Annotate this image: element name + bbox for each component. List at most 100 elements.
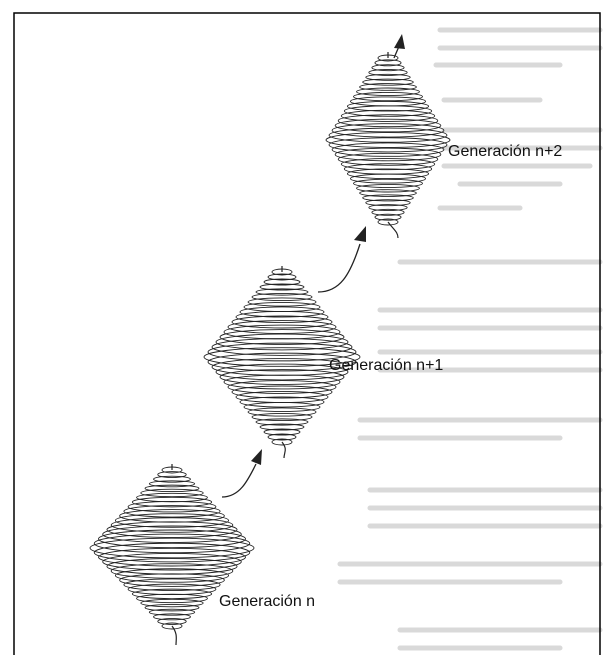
spiral-coil <box>89 537 255 559</box>
spiral-coil <box>255 418 309 426</box>
spiral-coil <box>346 168 430 180</box>
spiral-coil <box>231 385 333 399</box>
spiral-coil <box>98 547 246 567</box>
spiral-coil <box>267 433 297 441</box>
spiral-coil <box>123 505 221 518</box>
spiral-coil <box>374 213 402 221</box>
spiral-coil <box>368 204 408 211</box>
spiral-coil <box>368 69 408 76</box>
spiral-coil <box>325 132 451 148</box>
spiral-coil <box>110 563 234 579</box>
generation-n-label: Generación n <box>219 593 316 610</box>
spiral-coil <box>346 100 430 112</box>
spiral-coil <box>331 142 445 157</box>
spiral-coil <box>271 438 293 446</box>
spiral-coil <box>153 613 191 621</box>
spiral-coil <box>140 488 204 498</box>
spiral-coil <box>259 283 305 291</box>
spiral-coil <box>148 608 196 616</box>
spiral-coil <box>114 513 230 528</box>
spiral-coil <box>239 306 325 318</box>
spiral-coil <box>157 617 187 625</box>
spiral-coil <box>359 83 417 91</box>
spiral-coil <box>144 603 200 612</box>
spiral-generation-n2-icon <box>325 52 451 239</box>
spiral-coil <box>119 509 225 523</box>
background-bleed-through <box>337 27 603 651</box>
spiral-coil <box>235 311 329 323</box>
spiral-coil <box>231 315 333 329</box>
spiral-coil <box>227 380 337 394</box>
spiral-coil <box>215 333 349 351</box>
spiral-coil <box>211 338 353 356</box>
spiral-coil <box>371 64 405 72</box>
spiral-coil <box>239 396 325 408</box>
generation-n1-label: Generación n+1 <box>329 357 444 374</box>
figure-frame <box>13 12 601 655</box>
spiral-coil <box>263 428 301 436</box>
spiral-generation-n-icon <box>89 464 255 646</box>
spiral-coil <box>263 278 301 286</box>
spiral-coil <box>219 329 345 345</box>
spiral-coil <box>356 184 420 193</box>
spiral-coil <box>359 189 417 197</box>
spiral-coil <box>255 288 309 296</box>
spiral-coil <box>371 208 405 216</box>
arrowhead-n1-to-n2-icon <box>354 226 366 242</box>
spiral-coil <box>127 500 217 513</box>
spiral-tail <box>387 221 399 239</box>
spiral-coil <box>223 324 341 340</box>
spiral-tail <box>281 441 286 459</box>
spiral-coil <box>114 568 230 583</box>
spiral-coil <box>207 342 357 362</box>
spiral-coil <box>337 114 439 128</box>
spiral-coil <box>161 622 183 630</box>
spiral-coil <box>328 137 448 153</box>
spiral-coil <box>353 178 423 188</box>
spiral-coil <box>251 412 313 422</box>
spiral-coil <box>131 588 213 600</box>
spiral-coil <box>377 218 399 226</box>
spiral-coil <box>148 480 196 488</box>
spiral-coil <box>243 401 321 413</box>
spiral-coil <box>136 593 208 604</box>
spiral-coil <box>334 118 442 133</box>
spiral-coil <box>350 173 426 184</box>
spiral-coil <box>340 158 436 171</box>
arrowhead-top-icon <box>394 34 405 49</box>
spiral-coil <box>247 407 317 417</box>
spiral-coil <box>365 199 411 207</box>
spiral-coil <box>259 423 305 431</box>
spiral-coil <box>219 369 345 385</box>
spiral-coil <box>374 59 402 67</box>
spiral-coil <box>340 109 436 122</box>
spiral-coil <box>140 598 204 608</box>
spiral-coil <box>203 347 361 367</box>
spiral-coil <box>353 92 423 102</box>
spiral-coil <box>334 147 442 162</box>
spiral-coil <box>102 552 242 571</box>
spiral-coil <box>331 123 445 138</box>
spiral-coil <box>144 484 200 493</box>
spiral-tail <box>171 625 177 646</box>
spiral-coil <box>98 529 246 549</box>
spiral-coil <box>223 374 341 390</box>
spiral-coil <box>251 292 313 302</box>
generation-n2-label: Generación n+2 <box>448 143 563 160</box>
spiral-coil <box>207 352 357 372</box>
spiral-coil <box>365 73 411 81</box>
spiral-coil <box>247 297 317 307</box>
spiral-coil <box>215 363 349 381</box>
spiral-coil <box>328 127 448 143</box>
spiral-coil <box>157 471 187 479</box>
spiral-coil <box>102 525 242 544</box>
arrow-n-to-n1-icon <box>221 463 257 498</box>
arrow-n1-to-n2-icon <box>317 243 361 293</box>
spiral-coil <box>119 573 225 587</box>
spiral-coil <box>123 578 221 591</box>
spiral-coil <box>227 320 337 334</box>
spiral-coil <box>153 475 191 483</box>
spiral-coil <box>362 194 414 202</box>
arrows-layer <box>221 34 405 498</box>
